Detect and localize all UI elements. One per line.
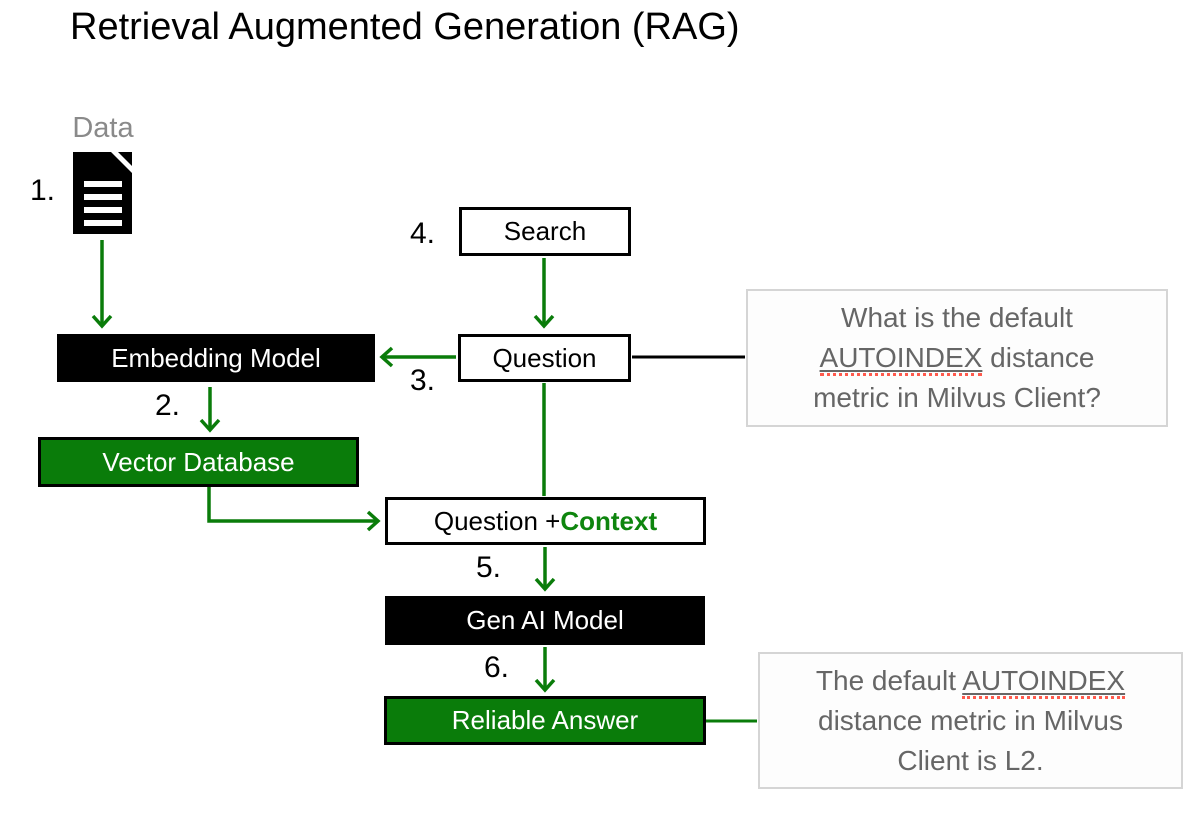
question-context-prefix: Question + bbox=[433, 505, 561, 536]
node-search: Search bbox=[459, 207, 631, 256]
answer-note-line-3: Client is L2. bbox=[897, 744, 1044, 776]
search-label: Search bbox=[503, 216, 587, 246]
arrow-vectordb-to-question-context bbox=[207, 487, 381, 532]
autoindex-underlined-term: AUTOINDEX bbox=[962, 664, 1126, 699]
step-6-label: 6. bbox=[484, 651, 510, 684]
question-context-highlight: Context bbox=[560, 505, 658, 536]
reliable-answer-label: Reliable Answer bbox=[451, 705, 639, 735]
answer-note-line-1: The default AUTOINDEX bbox=[760, 661, 1181, 701]
data-label: Data bbox=[72, 112, 134, 144]
node-embedding-model: Embedding Model bbox=[57, 334, 375, 382]
step-2-label: 2. bbox=[155, 389, 181, 422]
question-note-line-3: metric in Milvus Client? bbox=[813, 382, 1101, 413]
answer-note-line-2: distance metric in Milvus bbox=[818, 704, 1123, 736]
autoindex-underlined-term: AUTOINDEX bbox=[819, 342, 983, 376]
node-question: Question bbox=[458, 334, 631, 382]
question-note-line-1: What is the default bbox=[841, 302, 1073, 333]
gen-ai-model-label: Gen AI Model bbox=[466, 605, 624, 635]
node-reliable-answer: Reliable Answer bbox=[384, 696, 706, 745]
answer-note: The default AUTOINDEX distance metric in… bbox=[758, 652, 1183, 789]
step-4-label: 4. bbox=[410, 217, 436, 250]
node-gen-ai-model: Gen AI Model bbox=[385, 596, 705, 645]
question-note-line-2: AUTOINDEX distance bbox=[748, 338, 1166, 378]
node-question-context: Question + Context bbox=[385, 497, 706, 545]
vector-database-label: Vector Database bbox=[102, 446, 295, 477]
step-1-label: 1. bbox=[30, 174, 56, 207]
question-note-line-2-rest: distance bbox=[982, 342, 1095, 373]
document-icon bbox=[73, 152, 132, 234]
question-note: What is the default AUTOINDEX distance m… bbox=[746, 289, 1168, 427]
node-vector-database: Vector Database bbox=[38, 437, 359, 487]
embedding-model-label: Embedding Model bbox=[111, 342, 321, 373]
step-5-label: 5. bbox=[476, 551, 502, 584]
step-3-label: 3. bbox=[410, 364, 436, 397]
diagram-title: Retrieval Augmented Generation (RAG) bbox=[70, 6, 740, 48]
question-label: Question bbox=[492, 342, 597, 373]
answer-note-line-1-prefix: The default bbox=[815, 664, 963, 696]
